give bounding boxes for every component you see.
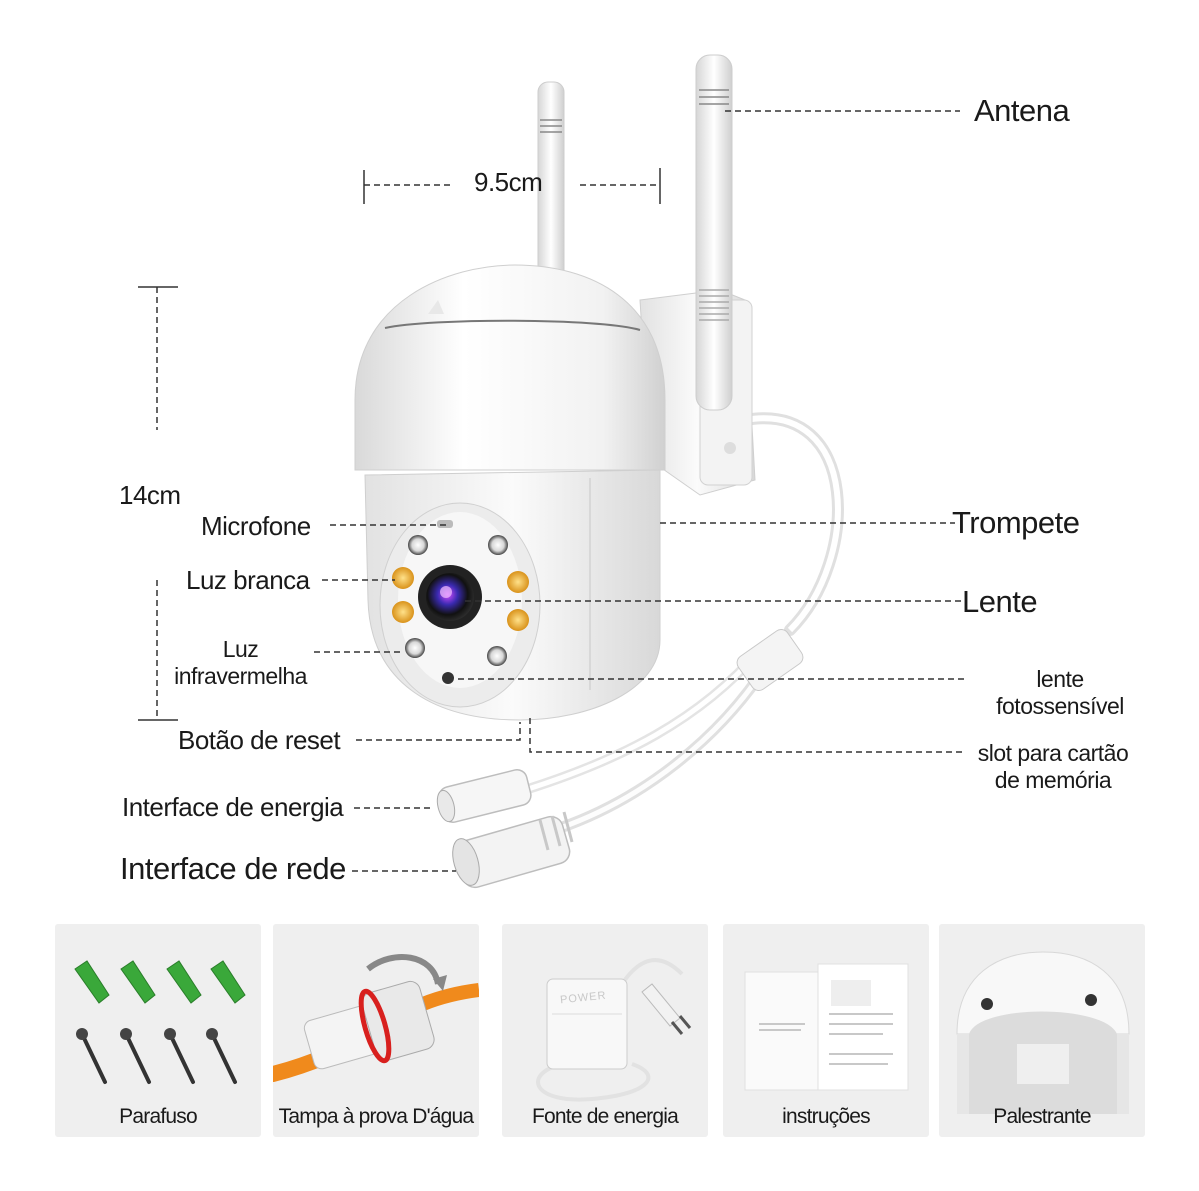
caption-tampa: Tampa à prova D'água: [278, 1105, 474, 1128]
width-dimension: [363, 168, 661, 204]
caption-instrucoes: instruções: [782, 1105, 871, 1128]
label-luz-infravermelha: Luz infravermelha: [174, 636, 307, 689]
label-slot-memoria: slot para cartão de memória: [977, 740, 1129, 793]
accessory-instructions: instruções: [723, 924, 929, 1137]
label-botao-reset: Botão de reset: [178, 725, 341, 755]
accessory-screws: Parafuso: [55, 924, 261, 1137]
camera-dome: [354, 264, 666, 471]
caption-fonte: Fonte de energia: [532, 1105, 679, 1128]
height-label: 14cm: [119, 480, 181, 510]
label-antena: Antena: [974, 93, 1070, 128]
waterproof-cap-image: [273, 954, 479, 1082]
label-trompete: Trompete: [952, 505, 1080, 540]
power-connector: [436, 769, 532, 823]
height-dimension: [138, 286, 178, 721]
leader-lines: [314, 110, 968, 872]
camera-diagram: [138, 54, 968, 889]
label-lente: Lente: [962, 584, 1038, 619]
camera-body: [364, 469, 661, 721]
network-connector: [452, 811, 574, 889]
label-microfone: Microfone: [201, 511, 311, 541]
power-supply-image: [536, 958, 692, 1102]
label-interface-rede: Interface de rede: [120, 851, 346, 886]
caption-palestrante: Palestrante: [993, 1105, 1091, 1128]
accessory-power-supply: POWER Fonte de energia: [502, 924, 708, 1137]
cable-splitter: [736, 629, 804, 691]
speaker-image: [956, 951, 1130, 1114]
label-interface-energia: Interface de energia: [122, 792, 344, 822]
width-label: 9.5cm: [474, 167, 543, 197]
instructions-image: [744, 963, 909, 1091]
caption-parafuso: Parafuso: [119, 1105, 197, 1128]
label-luz-branca: Luz branca: [186, 565, 310, 595]
accessory-waterproof-cap: Tampa à prova D'água: [273, 924, 479, 1137]
label-lente-fotossensivel: lente fotossensível: [996, 666, 1124, 719]
screws-and-plugs-image: [74, 960, 246, 1084]
right-antenna: [695, 54, 733, 411]
accessory-speaker: Palestrante: [939, 924, 1145, 1137]
